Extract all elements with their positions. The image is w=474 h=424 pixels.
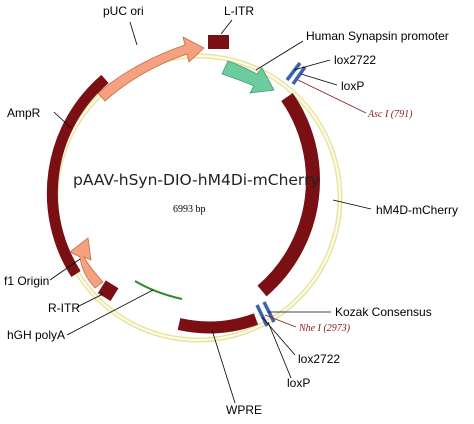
puc-ori-label: pUC ori — [103, 4, 144, 18]
f1-origin-arrow — [69, 237, 104, 289]
hm4d-mcherry-label: hM4D-mCherry — [376, 203, 458, 217]
plasmid-size: 6993 bp — [173, 204, 206, 215]
nhe1-site-label: Nhe I (2973) — [298, 323, 351, 334]
l-itr-block — [208, 35, 229, 49]
synapsin-leader — [255, 40, 304, 71]
wpre-leader — [211, 329, 236, 404]
loxp-top-mark — [291, 65, 307, 86]
lox2722-top-label: lox2722 — [334, 53, 376, 67]
puc-ori-leader — [129, 21, 138, 46]
lox2722-bottom-mark — [255, 304, 269, 327]
hm4d-leader — [332, 199, 372, 210]
f1-origin-leader — [49, 258, 81, 281]
hgh-polya-label: hGH polyA — [7, 328, 65, 342]
hgh-polya-leader — [66, 289, 154, 336]
synapsin-promoter-arrow — [221, 60, 275, 94]
ampr-leader — [53, 111, 72, 129]
synapsin-promoter-label: Human Synapsin promoter — [306, 29, 449, 43]
plasmid-name: pAAV-hSyn-DIO-hM4Di-mCherry — [73, 171, 320, 189]
asc1-site-label: Asc I (791) — [367, 109, 413, 120]
ampr-arc — [46, 74, 109, 277]
loxp-top-leader — [300, 73, 338, 86]
lox2722-top-leader — [293, 59, 331, 71]
f1-origin-label: f1 Origin — [4, 274, 49, 288]
r-itr-block — [97, 280, 119, 302]
puc-ori-arrow — [97, 36, 205, 102]
hm4d-mcherry-arc — [257, 93, 320, 297]
loxp-bottom-leader — [267, 321, 292, 379]
loxp-bottom-label: loxP — [287, 376, 310, 390]
lox2722-bottom-leader — [261, 316, 296, 356]
l-itr-label: L-ITR — [224, 4, 254, 18]
lox2722-top-mark — [285, 61, 302, 82]
lox2722-bottom-label: lox2722 — [298, 352, 340, 366]
loxp-top-label: loxP — [341, 79, 364, 93]
r-itr-leader — [76, 293, 104, 308]
wpre-label: WPRE — [226, 403, 262, 417]
ampr-label: AmpR — [7, 106, 41, 120]
nhe1-leader — [264, 314, 297, 328]
hgh-polya-arc — [134, 280, 183, 300]
l-itr-leader — [220, 19, 233, 35]
r-itr-label: R-ITR — [48, 301, 80, 315]
kozak-consensus-label: Kozak Consensus — [335, 305, 432, 319]
asc1-leader — [297, 79, 367, 114]
wpre-arc — [177, 313, 259, 334]
plasmid-backbone — [53, 53, 343, 343]
